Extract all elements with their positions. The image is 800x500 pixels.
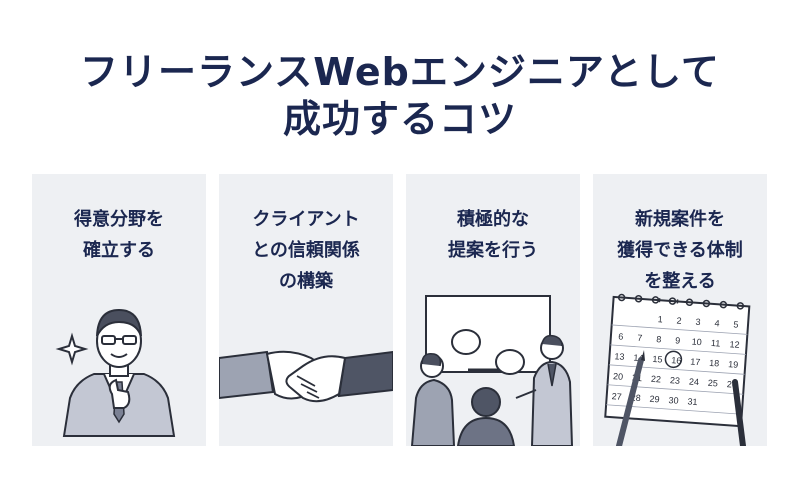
calendar-day: 18	[709, 358, 720, 369]
calendar-day: 5	[733, 319, 739, 329]
handshake-icon	[219, 350, 393, 403]
tip-card-proposals: 積極的な 提案を行う	[406, 174, 580, 446]
calendar-day: 24	[689, 376, 700, 387]
tip-card-line: との信頼関係	[252, 240, 360, 261]
calendar-day: 9	[675, 335, 681, 345]
tip-card-line: の構築	[279, 271, 333, 292]
calendar-day: 27	[611, 391, 622, 402]
calendar-day: 28	[630, 392, 641, 403]
tip-card-text: 積極的な 提案を行う	[406, 204, 580, 266]
calendar-day: 11	[711, 338, 721, 349]
tip-card-text: クライアント との信頼関係 の構築	[219, 204, 393, 297]
calendar-day: 13	[614, 351, 625, 362]
tip-card-text: 得意分野を 確立する	[32, 204, 206, 266]
calendar-day: 20	[613, 371, 624, 382]
tip-card-line: 獲得できる体制	[617, 240, 743, 261]
tip-card-specialty: 得意分野を 確立する	[32, 174, 206, 446]
calendar-day: 29	[649, 394, 660, 405]
tip-card-line: 新規案件を	[635, 209, 725, 230]
tip-card-line: クライアント	[252, 209, 360, 230]
calendar-day: 23	[670, 375, 681, 386]
calendar-day: 8	[656, 334, 662, 344]
calendar-day: 1	[657, 314, 663, 324]
businessman-thumbs-up-icon	[55, 308, 176, 437]
page-title-line-1: フリーランスWebエンジニアとして	[80, 50, 720, 94]
calendar-day: 12	[729, 339, 740, 350]
calendar-day: 31	[687, 396, 698, 407]
calendar-day: 7	[637, 333, 643, 343]
calendar-day: 26	[726, 379, 737, 390]
calendar-day: 14	[633, 353, 644, 364]
calendar-day: 15	[652, 354, 663, 365]
calendar-day: 10	[691, 337, 702, 348]
page-title-line-2: 成功するコツ	[282, 97, 517, 141]
calendar-day: 16	[671, 355, 682, 366]
calendar-day: 6	[618, 331, 624, 341]
calendar-day: 19	[728, 359, 739, 370]
tip-card-line: を整える	[644, 271, 716, 292]
tip-card-line: 確立する	[83, 240, 155, 261]
tip-card-line: 提案を行う	[448, 240, 538, 261]
calendar-day: 2	[676, 315, 682, 325]
calendar-day: 17	[690, 357, 701, 368]
calendar-day: 22	[651, 374, 662, 385]
calendar-day: 30	[668, 395, 679, 406]
tip-card-text: 新規案件を 獲得できる体制 を整える	[593, 204, 767, 297]
calendar-day: 4	[714, 318, 720, 328]
tip-card-line: 得意分野を	[74, 209, 164, 230]
tip-card-client-trust: クライアント との信頼関係 の構築	[219, 174, 393, 446]
tip-card-line: 積極的な	[457, 209, 529, 230]
calendar-day: 3	[695, 317, 701, 327]
meeting-presentation-icon	[410, 295, 574, 446]
calendar-day: 25	[708, 378, 719, 389]
